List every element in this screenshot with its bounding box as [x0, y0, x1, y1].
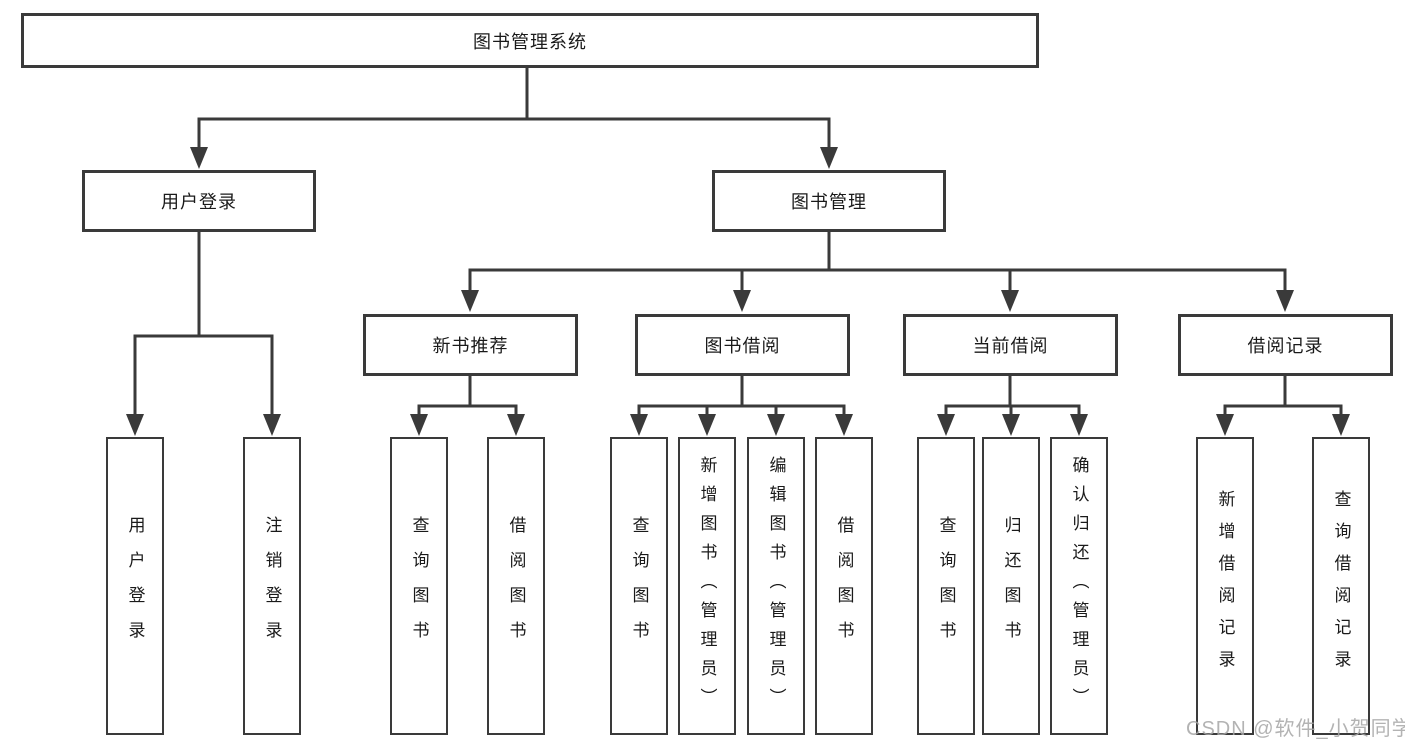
node-root-label: 图书管理系统	[473, 31, 587, 52]
connector-userlogin-to-leaves	[133, 232, 274, 414]
arrow-down-icon	[410, 414, 428, 436]
node-current-borrowing-label: 当前借阅	[972, 336, 1049, 356]
leaf-query-books-borrowing-label: 查询图书	[629, 516, 649, 656]
leaf-return-books: 归还图书	[982, 437, 1040, 735]
leaf-edit-books-admin-label: 编辑图书（管理员）	[766, 455, 786, 717]
node-new-book-recommend-label: 新书推荐	[432, 336, 509, 356]
leaf-add-books-admin-label: 新增图书（管理员）	[697, 455, 717, 717]
leaf-add-books-admin: 新增图书（管理员）	[678, 437, 736, 735]
arrow-down-icon	[733, 290, 751, 312]
arrow-down-icon	[1001, 290, 1019, 312]
arrow-down-icon	[1070, 414, 1088, 436]
leaf-return-books-label: 归还图书	[1001, 516, 1021, 656]
leaf-logout-label: 注销登录	[262, 516, 282, 656]
node-book-borrowing-label: 图书借阅	[704, 336, 781, 356]
connector-borrowing-to-leaves	[637, 376, 846, 416]
node-book-management-label: 图书管理	[791, 192, 867, 212]
arrow-down-icon	[1276, 290, 1294, 312]
connector-recommend-to-leaves	[417, 376, 518, 416]
arrow-down-icon	[263, 414, 281, 436]
node-borrowing-records: 借阅记录	[1178, 314, 1393, 376]
leaf-query-books-recommend: 查询图书	[390, 437, 448, 735]
leaf-query-books-current: 查询图书	[917, 437, 975, 735]
leaf-add-borrow-record-label: 新增借阅记录	[1215, 490, 1235, 682]
leaf-query-books-borrowing: 查询图书	[610, 437, 668, 735]
leaf-query-books-recommend-label: 查询图书	[409, 516, 429, 656]
arrow-down-icon	[126, 414, 144, 436]
leaf-query-borrow-record-label: 查询借阅记录	[1331, 490, 1351, 682]
arrow-down-icon	[698, 414, 716, 436]
leaf-borrow-books-recommend: 借阅图书	[487, 437, 545, 735]
leaf-query-borrow-record: 查询借阅记录	[1312, 437, 1370, 735]
arrow-down-icon	[937, 414, 955, 436]
leaf-borrow-books-borrowing-label: 借阅图书	[834, 516, 854, 656]
leaf-logout: 注销登录	[243, 437, 301, 735]
node-current-borrowing: 当前借阅	[903, 314, 1118, 376]
leaf-user-login-label: 用户登录	[125, 516, 145, 656]
connector-bookmgmt-to-level3	[468, 232, 1287, 292]
arrow-down-icon	[767, 414, 785, 436]
node-book-borrowing: 图书借阅	[635, 314, 850, 376]
node-user-login-label: 用户登录	[161, 192, 237, 212]
arrow-down-icon	[835, 414, 853, 436]
leaf-confirm-return-admin: 确认归还（管理员）	[1050, 437, 1108, 735]
leaf-confirm-return-admin-label: 确认归还（管理员）	[1069, 455, 1089, 717]
arrow-down-icon	[820, 147, 838, 169]
leaf-user-login: 用户登录	[106, 437, 164, 735]
leaf-query-books-current-label: 查询图书	[936, 516, 956, 656]
node-new-book-recommend: 新书推荐	[363, 314, 578, 376]
arrow-down-icon	[507, 414, 525, 436]
arrow-down-icon	[1002, 414, 1020, 436]
arrow-down-icon	[1216, 414, 1234, 436]
arrowheads	[126, 147, 1350, 436]
leaf-borrow-books-borrowing: 借阅图书	[815, 437, 873, 735]
node-user-login: 用户登录	[82, 170, 316, 232]
leaf-add-borrow-record: 新增借阅记录	[1196, 437, 1254, 735]
csdn-watermark: CSDN @软件_小贺同学	[1186, 718, 1405, 740]
connector-root-to-level2	[197, 68, 831, 149]
node-book-management: 图书管理	[712, 170, 946, 232]
arrow-down-icon	[630, 414, 648, 436]
node-borrowing-records-label: 借阅记录	[1247, 336, 1324, 356]
connector-records-to-leaves	[1223, 376, 1343, 416]
arrow-down-icon	[1332, 414, 1350, 436]
node-root-book-management-system: 图书管理系统	[21, 13, 1039, 68]
leaf-edit-books-admin: 编辑图书（管理员）	[747, 437, 805, 735]
connector-current-to-leaves	[944, 376, 1081, 416]
arrow-down-icon	[461, 290, 479, 312]
leaf-borrow-books-recommend-label: 借阅图书	[506, 516, 526, 656]
arrow-down-icon	[190, 147, 208, 169]
